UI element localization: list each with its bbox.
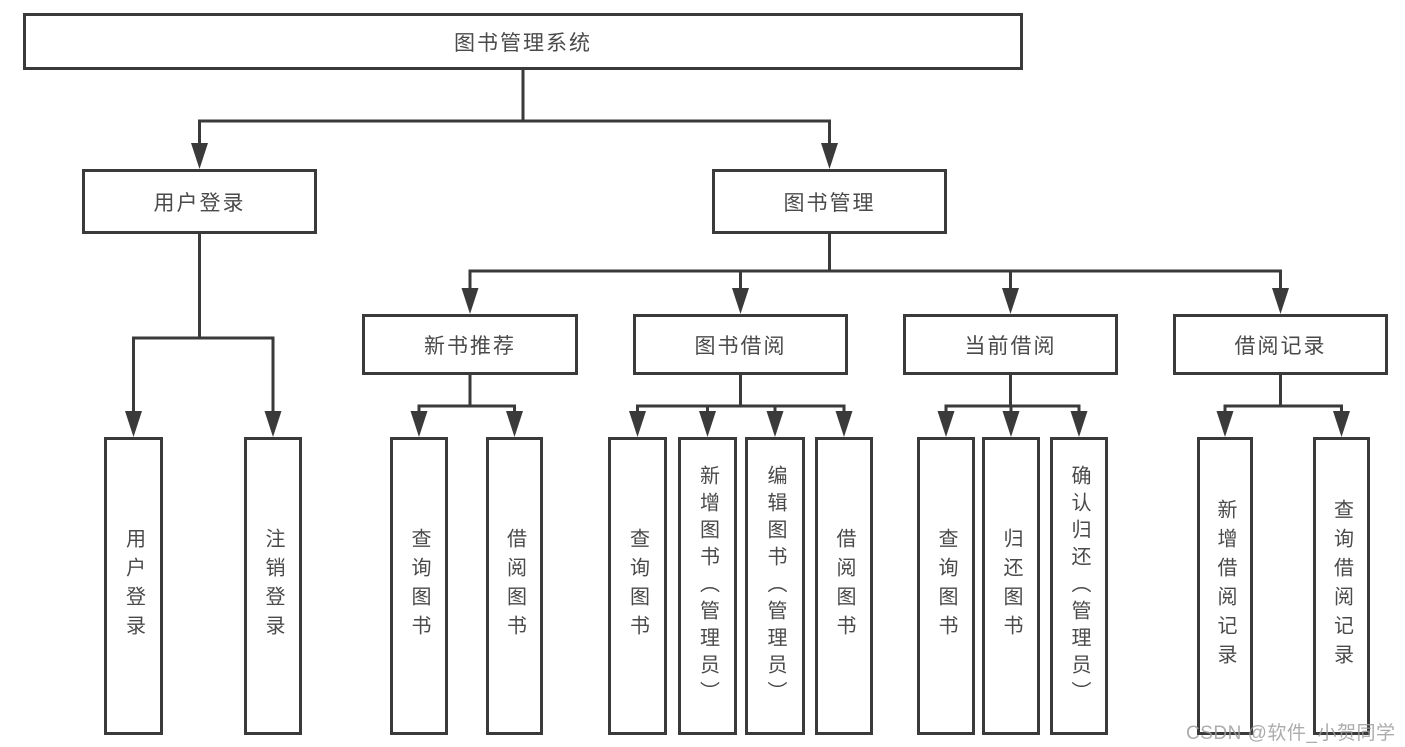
node-book-management: 图书管理 (712, 169, 947, 234)
leaf-query-books-borrow: 查询图书 (608, 437, 667, 735)
leaf-query-borrow-record: 查询借阅记录 (1313, 437, 1370, 735)
leaf-borrow-books: 借阅图书 (815, 437, 873, 735)
node-book-management-label: 图书管理 (783, 191, 876, 215)
leaf-query-books-current-label: 查询图书 (935, 528, 957, 644)
leaf-borrow-books-label: 借阅图书 (833, 528, 855, 644)
node-current-borrow-label: 当前借阅 (964, 334, 1057, 358)
node-book-borrow-label: 图书借阅 (694, 334, 787, 358)
node-new-book-recommend-label: 新书推荐 (424, 334, 516, 358)
leaf-query-books-current: 查询图书 (917, 437, 975, 735)
leaf-query-books-recommend-label: 查询图书 (408, 528, 430, 644)
node-user-login: 用户登录 (82, 169, 317, 234)
leaf-logout: 注销登录 (244, 437, 302, 735)
leaf-logout-label: 注销登录 (262, 528, 284, 644)
node-borrow-records-label: 借阅记录 (1234, 334, 1327, 358)
node-new-book-recommend: 新书推荐 (362, 314, 578, 375)
node-root-label: 图书管理系统 (454, 31, 592, 55)
leaf-return-book-label: 归还图书 (1000, 528, 1022, 644)
leaf-add-borrow-record: 新增借阅记录 (1197, 437, 1253, 735)
leaf-query-books-borrow-label: 查询图书 (626, 528, 649, 644)
leaf-add-book-admin: 新增图书（管理员） (678, 437, 737, 735)
node-current-borrow: 当前借阅 (903, 314, 1118, 375)
leaf-user-login-label: 用户登录 (122, 528, 145, 644)
leaf-add-book-admin-label: 新增图书（管理员） (696, 464, 719, 708)
csdn-watermark: CSDN @软件_小贺同学 (1186, 723, 1396, 744)
leaf-borrow-books-recommend-label: 借阅图书 (503, 528, 526, 644)
node-borrow-records: 借阅记录 (1173, 314, 1388, 375)
leaf-borrow-books-recommend: 借阅图书 (486, 437, 543, 735)
leaf-edit-book-admin: 编辑图书（管理员） (745, 437, 805, 735)
leaf-confirm-return-admin-label: 确认归还（管理员） (1068, 464, 1090, 708)
leaf-return-book: 归还图书 (982, 437, 1040, 735)
node-root: 图书管理系统 (23, 13, 1023, 70)
node-book-borrow: 图书借阅 (633, 314, 848, 375)
leaf-user-login: 用户登录 (104, 437, 163, 735)
leaf-query-books-recommend: 查询图书 (390, 437, 448, 735)
leaf-query-borrow-record-label: 查询借阅记录 (1330, 499, 1353, 673)
node-user-login-label: 用户登录 (153, 191, 246, 215)
leaf-edit-book-admin-label: 编辑图书（管理员） (764, 464, 786, 708)
leaf-add-borrow-record-label: 新增借阅记录 (1214, 499, 1236, 673)
leaf-confirm-return-admin: 确认归还（管理员） (1050, 437, 1108, 735)
